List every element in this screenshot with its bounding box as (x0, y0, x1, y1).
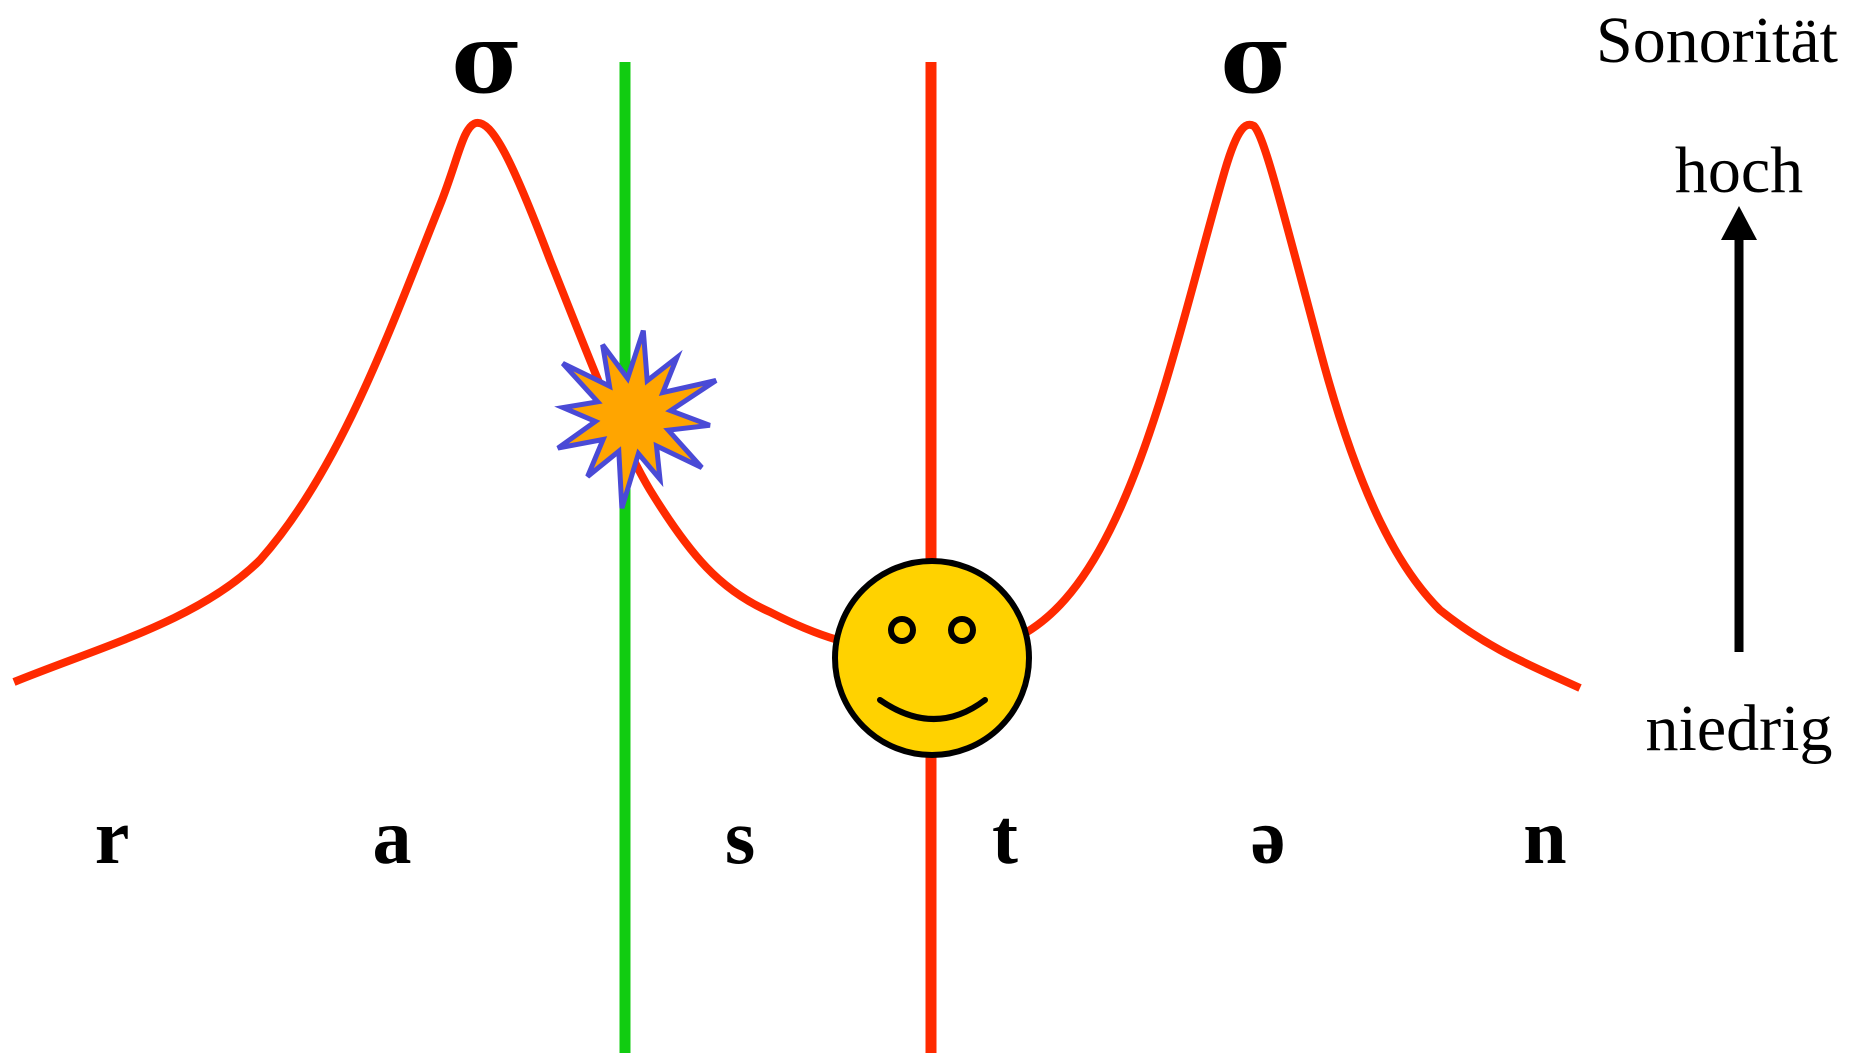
syllable-label: σ (452, 2, 523, 115)
syllable-label: σ (1221, 2, 1292, 115)
segment-label: ə (1251, 793, 1286, 880)
segment-label: t (992, 793, 1018, 880)
segment-label: r (95, 793, 130, 880)
segment-label: s (725, 793, 755, 880)
scale-high-label: hoch (1675, 134, 1803, 207)
starburst-icon (554, 329, 718, 509)
scale-title: Sonorität (1596, 4, 1838, 77)
scale-low-label: niedrig (1646, 692, 1833, 765)
segment-label: n (1523, 793, 1566, 880)
segment-label: a (373, 793, 412, 880)
smiley-face-icon (832, 558, 1032, 758)
sonority-curve (12, 118, 1582, 692)
arrow-up-icon (1721, 206, 1757, 652)
